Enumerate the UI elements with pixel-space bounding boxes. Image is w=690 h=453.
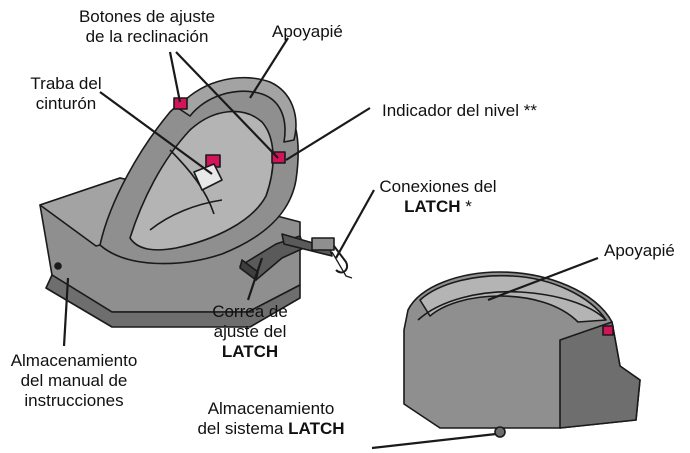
label-level-indicator: Indicador del nivel ** (382, 101, 537, 121)
manual-storage-slot (55, 263, 61, 269)
leader-recline-left (170, 52, 180, 102)
leader-latch-connections (336, 190, 374, 258)
label-manual-storage: Almacenamiento del manual de instruccion… (2, 351, 146, 411)
rear-latch-storage-port (495, 427, 505, 437)
latch-buckle (312, 238, 334, 250)
label-belt-lock: Traba del cinturón (16, 74, 116, 114)
label-latch-storage: Almacenamiento del sistema LATCH (186, 399, 356, 439)
rear-level-indicator (603, 326, 613, 335)
leader-latch-storage (372, 434, 496, 448)
car-seat-with-base (40, 78, 352, 327)
label-latch-strap: Correa de ajuste del LATCH (200, 302, 300, 362)
label-footrest-right: Apoyapié (604, 241, 675, 261)
label-footrest-top: Apoyapié (272, 22, 343, 42)
label-latch-connections: Conexiones del LATCH * (370, 177, 506, 217)
label-recline-buttons: Botones de ajuste de la reclinación (54, 7, 240, 47)
seat-base-rear (404, 272, 640, 437)
rear-base-side (560, 322, 640, 428)
leader-level-indicator (286, 108, 370, 160)
